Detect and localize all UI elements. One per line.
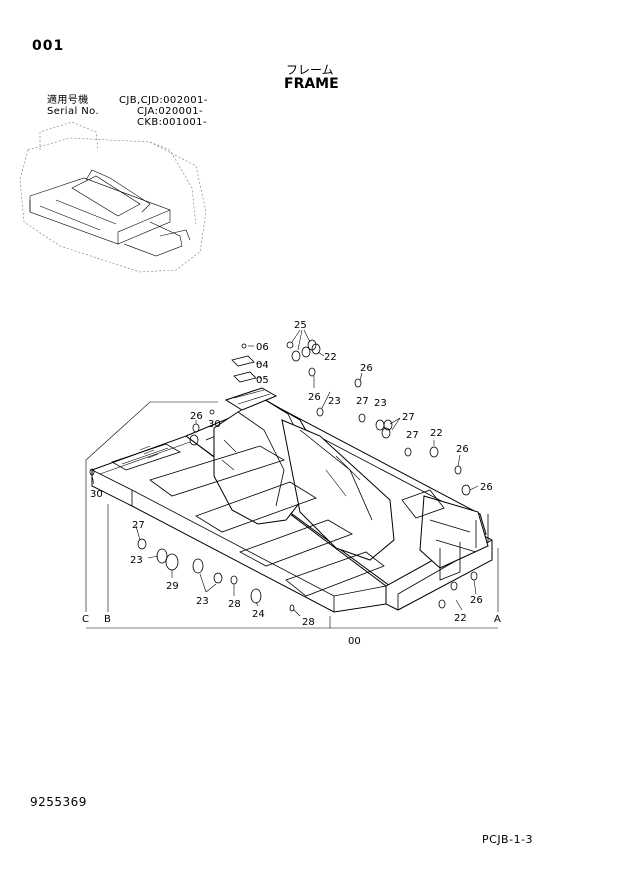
page-number: 001 [32,38,65,54]
callout-29: 29 [166,581,179,592]
leader-lines [91,329,479,617]
callout-00: 00 [348,636,361,647]
callout-26: 26 [190,411,203,422]
serial-line-2: CJA:020001- [137,106,203,117]
machine-overview-illustration [19,121,207,273]
document-number: 9255369 [30,795,87,809]
callout-23: 23 [374,398,387,409]
callout-05: 05 [256,375,269,386]
callout-25: 25 [294,320,307,331]
callout-22: 22 [324,352,337,363]
callout-26: 26 [456,444,469,455]
callout-26: 26 [480,482,493,493]
callout-27: 27 [406,430,419,441]
callout-27: 27 [402,412,415,423]
part-symbols [89,339,478,612]
callout-04: 04 [256,360,269,371]
page-code: PCJB-1-3 [482,833,534,846]
callout-22: 22 [430,428,443,439]
callout-27: 27 [132,520,145,531]
serial-label-en: Serial No. [47,106,100,117]
callout-26: 26 [470,595,483,606]
serial-line-3: CKB:001001- [137,117,207,128]
callout-26: 26 [360,363,373,374]
serial-row-1: 適用号機 CJB,CJD:002001- [47,95,207,106]
callout-labels: 06 04 05 25 22 26 26 23 27 23 27 26 30 3… [82,320,501,647]
callout-27: 27 [356,396,369,407]
page-title: FRAME [284,76,339,92]
serial-label-ja: 適用号機 [47,95,89,106]
reference-lines [85,401,499,629]
ref-label-b: B [104,614,111,625]
callout-24: 24 [252,609,265,620]
callout-23: 23 [328,396,341,407]
callout-30: 30 [90,489,103,500]
callout-28: 28 [228,599,241,610]
callout-23: 23 [196,596,209,607]
callout-26: 26 [308,392,321,403]
callout-30: 30 [208,419,221,430]
callout-23: 23 [130,555,143,566]
serial-block: 適用号機 CJB,CJD:002001- Serial No. CJA:0200… [47,95,207,128]
callout-06: 06 [256,342,269,353]
ref-label-c: C [82,614,89,625]
callout-22: 22 [454,613,467,624]
serial-row-3: CKB:001001- [47,117,207,128]
title-japanese: フレーム [286,63,334,77]
callout-28: 28 [302,617,315,628]
ref-label-a: A [494,614,501,625]
serial-row-2: Serial No. CJA:020001- [47,106,203,117]
serial-line-1: CJB,CJD:002001- [119,95,208,106]
frame-assembly [91,387,493,613]
